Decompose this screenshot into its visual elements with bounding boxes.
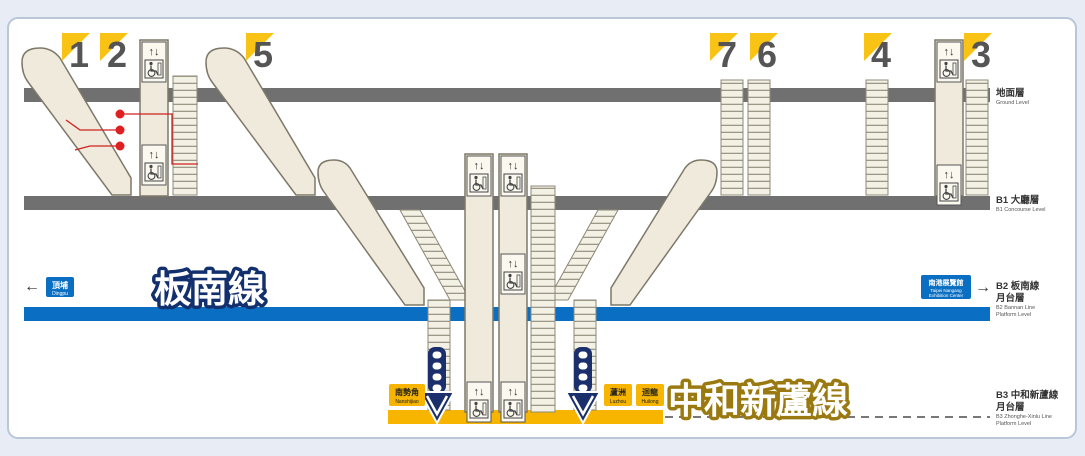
- arrow-right-icon: →: [975, 279, 991, 296]
- down-chain-arrow-icon: [565, 347, 601, 424]
- level-b2-zh2: 月台層: [995, 292, 1025, 304]
- wheelchair-icon: [144, 59, 164, 79]
- level-ground-zh: 地面層: [996, 87, 1025, 99]
- stair-exit-3: [965, 79, 989, 196]
- elevator-icon: ↑↓: [936, 41, 962, 83]
- exit-badge-7: 7: [710, 33, 738, 75]
- luzhou-zh: 蘆洲: [610, 387, 626, 397]
- level-b3-en1: B3 Zhonghe-Xinlu Line: [996, 414, 1052, 420]
- level-b1-en: B1 Concourse Level: [996, 207, 1046, 213]
- level-b2-en2: Platform Level: [996, 312, 1031, 318]
- exit-number: 4: [871, 34, 891, 75]
- escalator-to-bannan-east: [610, 159, 718, 306]
- elevator-icon: ↑↓: [936, 164, 962, 206]
- escalator-to-bannan-west: [317, 159, 425, 306]
- elevator-icon: ↑↓: [500, 381, 526, 423]
- up-down-arrows-icon: ↑↓: [508, 160, 519, 172]
- stair-exit-7: [720, 79, 744, 196]
- wheelchair-icon: [469, 399, 489, 419]
- huilong-zh: 迴龍: [641, 387, 658, 397]
- level-b3-zh2: 月台層: [995, 401, 1025, 413]
- ground-floor-slab: [24, 88, 990, 102]
- level-b1-zh: B1 大廳層: [996, 194, 1039, 206]
- exit-number: 2: [107, 34, 127, 75]
- stair-exit-6: [747, 79, 771, 196]
- nangang-en2: Exhibition Center: [929, 293, 964, 298]
- escalator-exit-1-2: [21, 47, 132, 196]
- elevator-icon: ↑↓: [466, 155, 492, 197]
- stair-flight-right: [547, 209, 619, 301]
- up-down-arrows-icon: ↑↓: [944, 46, 955, 58]
- up-down-arrows-icon: ↑↓: [944, 169, 955, 181]
- wheelchair-icon: [503, 399, 523, 419]
- red-guide-lines: [65, 109, 198, 165]
- dingpu-zh: 頂埔: [52, 280, 68, 290]
- direction-huilong: 迴龍 Huilong: [636, 384, 664, 406]
- exit-number: 5: [253, 34, 273, 75]
- elevator-icon: ↑↓: [500, 155, 526, 197]
- wheelchair-icon: [144, 162, 164, 182]
- luzhou-en: Luzhou: [610, 399, 627, 405]
- zhonghe-line-name: 中和新蘆線: [668, 380, 848, 421]
- dingpu-en: Dingpu: [52, 291, 68, 297]
- exit-number: 3: [971, 34, 991, 75]
- exit-badge-4: 4: [864, 33, 892, 75]
- up-down-arrows-icon: ↑↓: [474, 386, 485, 398]
- up-down-arrows-icon: ↑↓: [474, 160, 485, 172]
- wheelchair-icon: [503, 173, 523, 193]
- exit-badge-6: 6: [750, 33, 778, 75]
- direction-nangang: 南港展覽館 Taipei Nangang Exhibition Center →: [921, 275, 991, 299]
- exit-badge-1: 1: [62, 33, 90, 75]
- nanshijiao-zh: 南勢角: [395, 387, 419, 397]
- stair-exit-4: [865, 79, 889, 196]
- level-b2-zh1: B2 板南線: [996, 280, 1040, 292]
- exit-badge-3: 3: [964, 33, 992, 75]
- level-b3-zh1: B3 中和新蘆線: [996, 389, 1059, 401]
- exit-badge-5: 5: [246, 33, 274, 75]
- up-down-arrows-icon: ↑↓: [149, 149, 160, 161]
- stair-exit-2: [172, 75, 198, 196]
- up-down-arrows-icon: ↑↓: [508, 258, 519, 270]
- level-b2-en1: B2 Bannan Line: [996, 305, 1035, 311]
- escalator-exit-5: [205, 47, 316, 196]
- elevator-icon: ↑↓: [466, 381, 492, 423]
- up-down-arrows-icon: ↑↓: [508, 386, 519, 398]
- exit-badge-2: 2: [100, 33, 128, 75]
- elevator-icon: ↑↓: [141, 41, 167, 83]
- wheelchair-icon: [939, 182, 959, 202]
- nangang-zh: 南港展覽館: [929, 278, 964, 287]
- down-chain-arrow-icon: [419, 347, 455, 424]
- elevator-icon: ↑↓: [500, 253, 526, 295]
- exit-number: 1: [69, 34, 89, 75]
- elevator-icon: ↑↓: [141, 144, 167, 186]
- direction-dingpu: ← 頂埔 Dingpu: [24, 277, 74, 297]
- elevator-shaft-center-left: [464, 153, 494, 413]
- level-b3-en2: Platform Level: [996, 421, 1031, 427]
- direction-luzhou: 蘆洲 Luzhou: [604, 384, 632, 406]
- exit-number: 7: [717, 34, 737, 75]
- wheelchair-icon: [469, 173, 489, 193]
- wheelchair-icon: [503, 271, 523, 291]
- huilong-en: Huilong: [642, 399, 659, 405]
- level-ground-en: Ground Level: [996, 100, 1029, 106]
- wheelchair-icon: [939, 59, 959, 79]
- bannan-line-name: 板南線: [154, 269, 265, 310]
- direction-nanshijiao: 南勢角 Nanshijiao: [389, 384, 425, 406]
- nangang-en1: Taipei Nangang: [930, 288, 962, 293]
- stair-b1-b3: [530, 185, 556, 413]
- up-down-arrows-icon: ↑↓: [149, 46, 160, 58]
- arrow-left-icon: ←: [24, 278, 40, 295]
- nanshijiao-en: Nanshijiao: [395, 399, 419, 405]
- exit-number: 6: [757, 34, 777, 75]
